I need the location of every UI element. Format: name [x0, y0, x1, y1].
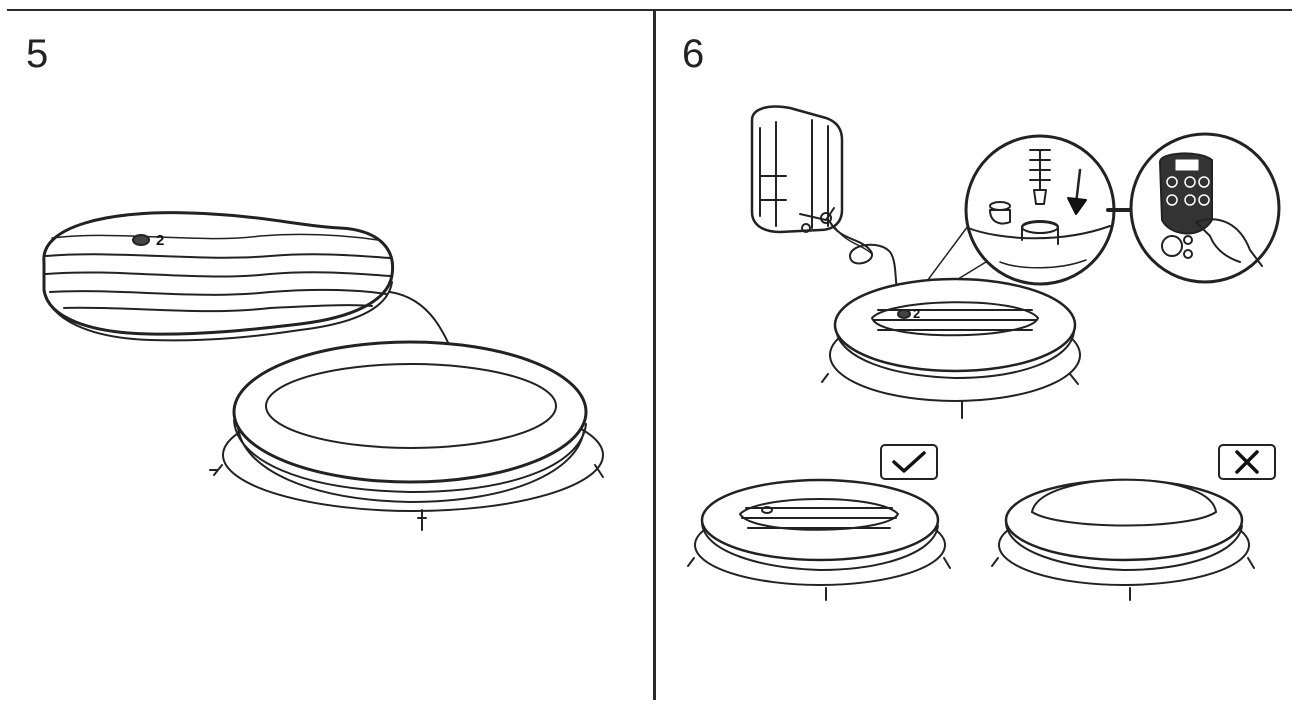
panel-divider — [653, 10, 656, 700]
inflatable-spa-icon — [209, 340, 604, 531]
step-6-illustration — [687, 105, 1281, 601]
checkmark-icon — [892, 451, 926, 473]
spa-with-cover-icon — [821, 277, 1081, 419]
correct-spa-icon — [687, 478, 951, 601]
step-6-callout-label: 2 — [913, 306, 921, 321]
valve-closeup-icon — [964, 134, 1116, 286]
correct-checkmark-box — [880, 444, 938, 480]
incorrect-cross-box — [1218, 444, 1276, 480]
pump-unit-icon — [750, 105, 844, 234]
spa-cover-icon — [42, 211, 395, 342]
incorrect-spa-icon — [991, 478, 1255, 601]
step-5-illustration — [42, 211, 604, 531]
cross-icon — [1235, 450, 1259, 474]
control-panel-closeup-icon — [1129, 132, 1281, 284]
step-5-number: 5 — [26, 32, 49, 76]
top-rule — [7, 9, 1292, 11]
step-5-callout-label: 2 — [156, 232, 165, 249]
step-6-number: 6 — [682, 32, 705, 76]
